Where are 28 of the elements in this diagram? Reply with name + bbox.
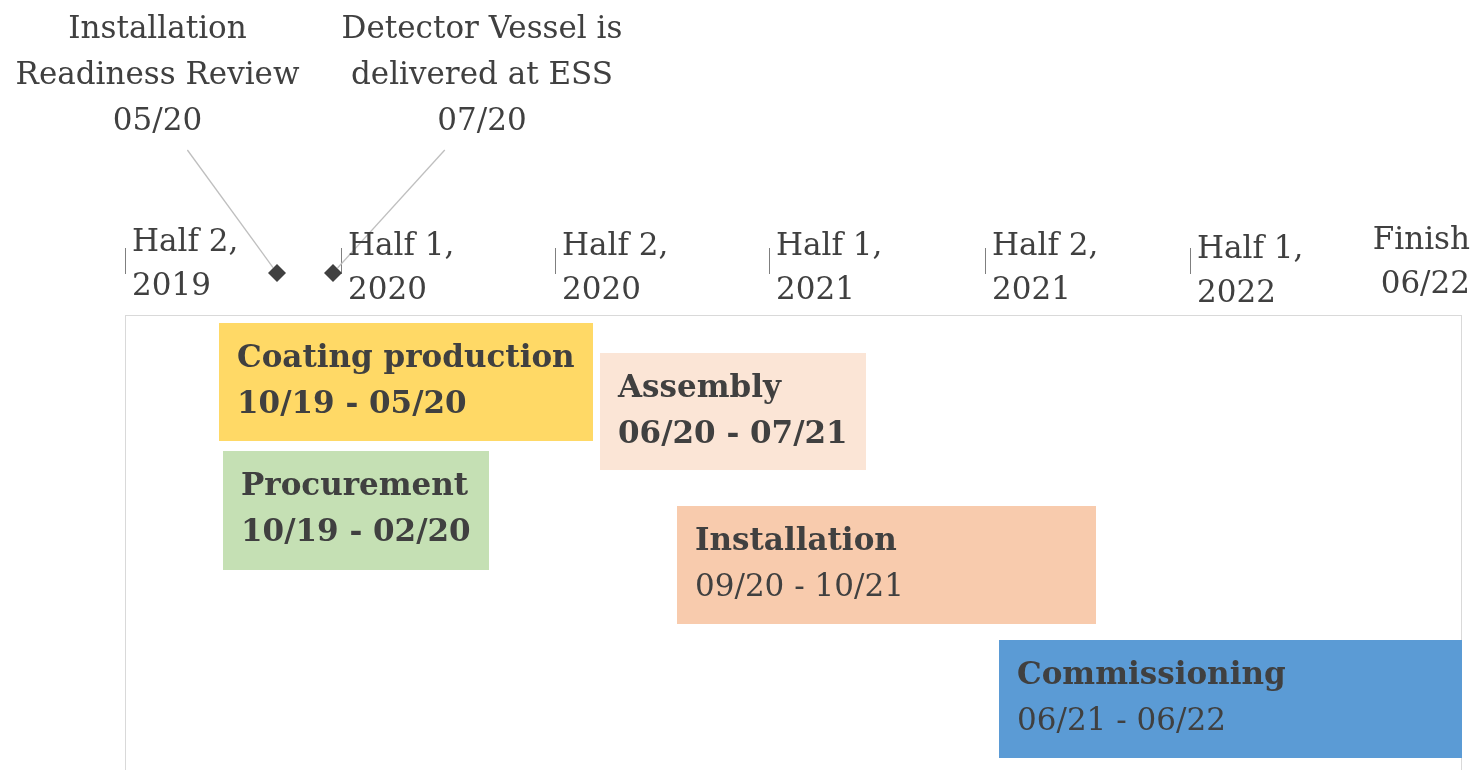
milestone-note: Detector Vessel is delivered at ESS 07/20	[336, 4, 628, 142]
milestone-diamond	[324, 264, 342, 282]
task-bar	[600, 353, 866, 470]
task-name: Assembly	[618, 367, 783, 406]
task-bar	[677, 506, 1096, 624]
axis-label: Half 2, 2021	[992, 225, 1100, 308]
task-name: Procurement	[241, 465, 470, 504]
task-dates: 10/19 - 02/20	[241, 511, 471, 550]
task-bar	[223, 451, 489, 570]
axis-label: Half 1, 2022	[1197, 228, 1305, 311]
task-dates: 06/20 - 07/21	[618, 413, 848, 452]
axis-label: Finish 06/22	[1371, 219, 1470, 302]
task-bar	[999, 640, 1462, 758]
task-dates: 06/21 - 06/22	[1017, 700, 1227, 739]
task-dates: 09/20 - 10/21	[695, 566, 905, 605]
axis-label: Half 2, 2020	[562, 225, 670, 308]
task-name: Coating production	[237, 337, 575, 376]
axis-label: Half 2, 2019	[132, 221, 240, 304]
task-name: Installation	[695, 520, 898, 559]
axis-label: Half 1, 2020	[348, 225, 456, 308]
leader-line	[336, 149, 446, 269]
milestone-diamond	[268, 264, 286, 282]
milestone-note: Installation Readiness Review 05/20	[10, 4, 305, 142]
task-bar	[219, 323, 593, 441]
axis-label: Half 1, 2021	[776, 225, 884, 308]
task-name: Commissioning	[1017, 654, 1287, 693]
task-dates: 10/19 - 05/20	[237, 383, 468, 422]
leader-line	[186, 149, 274, 269]
